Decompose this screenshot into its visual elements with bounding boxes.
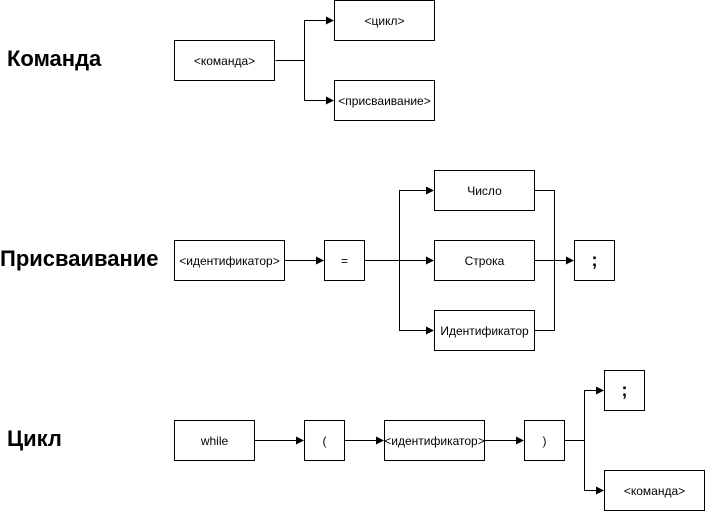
node-close-paren: ): [524, 420, 565, 461]
edge-command-to-assignment: [304, 60, 334, 105]
node-condition: <идентификатор>: [384, 420, 485, 461]
section-title-assignment: Присваивание: [0, 246, 159, 271]
edge-equals-to-identifier-value: [399, 260, 434, 335]
node-loop-semicolon: ;: [604, 370, 645, 411]
node-open-paren: (: [304, 420, 345, 461]
node-string: Строка: [434, 240, 535, 281]
node-identifier: <идентификатор>: [174, 240, 285, 281]
section-title-loop: Цикл: [7, 426, 62, 451]
node-semicolon: ;: [574, 240, 615, 281]
node-loop: <цикл>: [334, 0, 435, 41]
node-number: Число: [434, 170, 535, 211]
node-assignment: <присваивание>: [334, 80, 435, 121]
edge-equals-to-number: [399, 186, 434, 261]
edge-command-to-loop: [275, 16, 334, 61]
node-equals: =: [324, 240, 365, 281]
node-while: while: [174, 420, 255, 461]
node-command: <команда>: [174, 40, 275, 81]
edge-close-to-semicolon: [565, 386, 604, 441]
edge-close-to-body: [584, 440, 604, 495]
section-title-command: Команда: [7, 46, 102, 71]
node-loop-body: <команда>: [604, 470, 705, 511]
node-identifier-value: Идентификатор: [434, 310, 535, 351]
